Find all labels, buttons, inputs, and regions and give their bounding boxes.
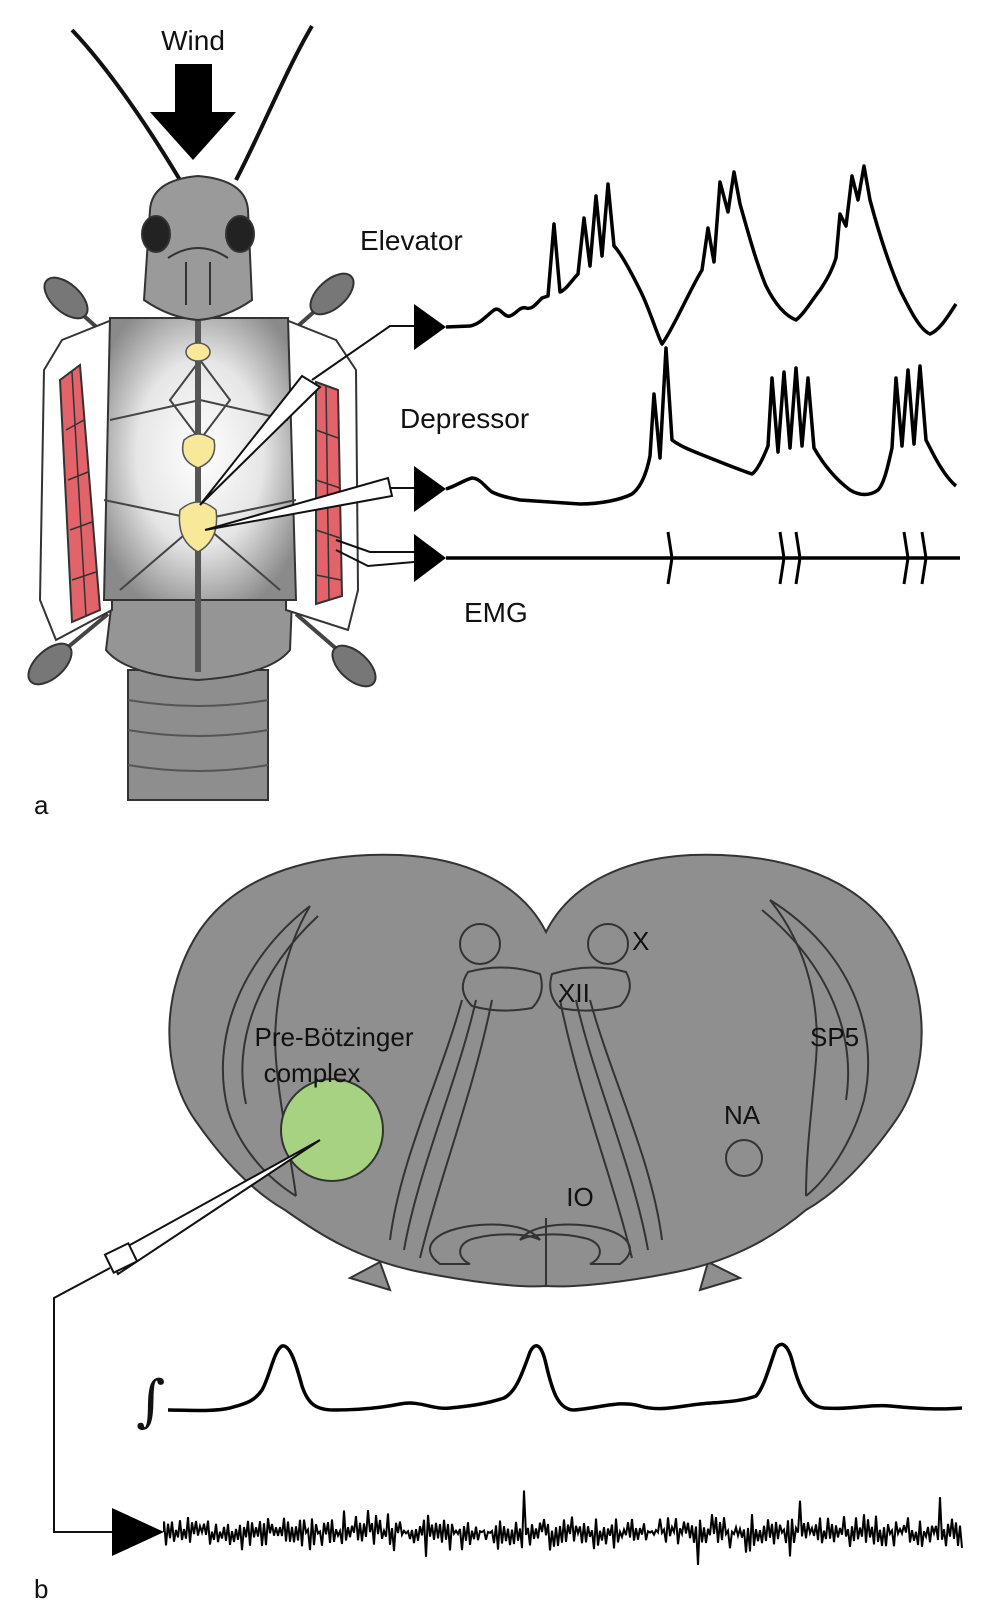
emg-label: EMG	[464, 597, 528, 628]
depressor-trace	[445, 346, 958, 506]
recording-amplifier-icon	[112, 1508, 164, 1556]
x-nucleus-right	[587, 923, 629, 965]
emg-trace	[446, 531, 960, 585]
panel-a-label: a	[34, 790, 49, 820]
raw-trace	[163, 1490, 963, 1566]
depressor-label: Depressor	[400, 403, 529, 434]
na-label: NA	[724, 1100, 761, 1130]
pin-lower-right	[294, 612, 377, 688]
brainstem-section	[168, 853, 923, 1292]
prebotzinger-label-line1: Pre-Bötzinger	[255, 1022, 414, 1052]
right-muscle	[315, 380, 344, 606]
elevator-amplifier-icon	[414, 304, 446, 350]
brainstem-tracts	[221, 899, 870, 1286]
elevator-trace	[445, 164, 958, 346]
ganglia	[178, 342, 218, 553]
emg-amplifier-icon	[414, 534, 446, 582]
prebotzinger-label-line2: complex	[264, 1058, 361, 1088]
panel-a: Wind	[27, 24, 960, 820]
recording-wire	[53, 1267, 112, 1533]
depressor-amplifier-icon	[414, 466, 446, 512]
antennae	[70, 24, 314, 182]
na-nucleus	[725, 1139, 763, 1177]
pipette-holder	[103, 1241, 139, 1275]
pin-lower-left	[27, 612, 110, 686]
elevator-label: Elevator	[360, 225, 463, 256]
electrode-pipettes	[199, 374, 394, 531]
wind-label: Wind	[161, 25, 225, 56]
xii-label: XII	[558, 978, 590, 1008]
integral-symbol: ∫	[136, 1369, 165, 1434]
wind-arrow	[150, 64, 236, 160]
x-nucleus-left	[459, 923, 501, 965]
io-label: IO	[566, 1182, 593, 1212]
x-label: X	[632, 926, 649, 956]
xii-nucleus-right	[549, 966, 631, 1012]
panel-b-label: b	[34, 1574, 48, 1604]
sp5-label: SP5	[810, 1022, 859, 1052]
xii-nucleus-left	[461, 966, 543, 1012]
electrode-wires	[311, 325, 415, 568]
panel-b: X XII SP5 Pre-Bötzinger complex NA IO ∫ …	[34, 853, 963, 1604]
integrated-trace	[167, 1342, 963, 1413]
prebotzinger-complex	[280, 1078, 384, 1182]
left-muscle	[58, 363, 102, 624]
